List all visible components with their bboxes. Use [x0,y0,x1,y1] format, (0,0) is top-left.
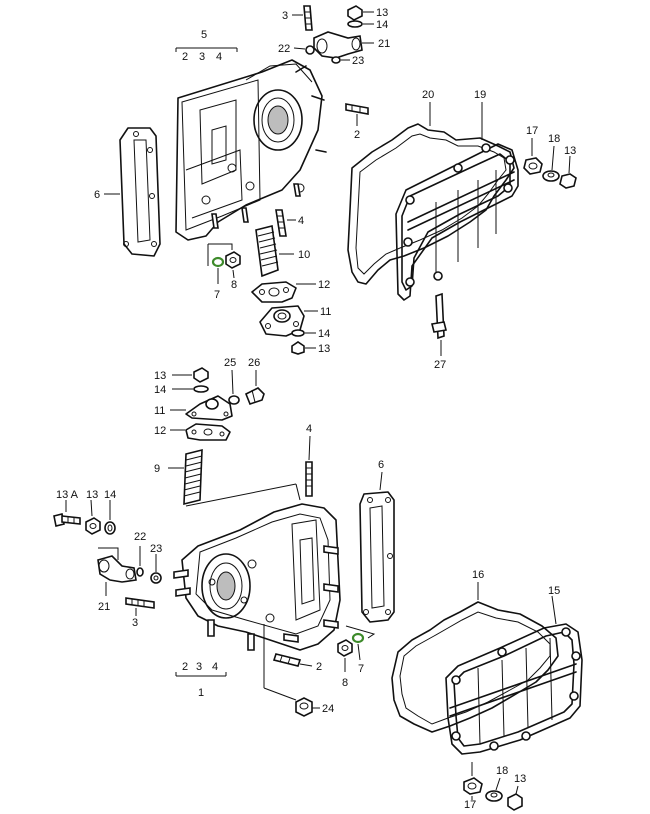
bottom-callout-17: 17 [464,799,476,811]
plug-24-bottom: 24 [263,624,334,717]
top-callout-3: 3 [282,10,288,22]
top-callout-8: 8 [231,279,237,291]
breather-fitting-top: 22 21 23 [278,31,390,67]
bottom-sub-label-4: 4 [212,661,218,673]
gasket-20-top: 20 [347,89,515,285]
bottom-callout-14b: 14 [104,489,116,501]
top-group-bracket: 5 2 3 4 [175,29,238,63]
bottom-assembly: 13 14 25 26 11 [53,357,583,811]
nut-washer-top: 13 14 [347,5,388,31]
bottom-callout-13a: 13 [154,370,166,382]
bottom-group-bracket: 2 3 4 1 [175,661,227,699]
top-group-label: 5 [201,29,207,41]
gasket-6-bottom: 6 [359,459,395,623]
top-callout-12: 12 [318,279,330,291]
top-callout-13a: 13 [376,7,388,19]
top-callout-11: 11 [320,306,331,318]
top-callout-6: 6 [94,189,100,201]
bottom-callout-8: 8 [342,677,348,689]
crankcase-cover-bottom [173,503,341,651]
top-callout-18: 18 [548,133,560,145]
bottom-callout-13c: 13 [514,773,526,785]
stud-2-bottom: 2 [272,653,322,673]
housing-bolts-top [211,183,301,229]
bottom-callout-7: 7 [358,663,364,675]
bottom-callout-22: 22 [134,531,146,543]
bottom-callout-24: 24 [322,703,334,715]
bottom-callout-6: 6 [378,459,384,471]
valve-cover-15-bottom: 15 [445,585,583,755]
bracket-27-top: 27 [431,292,447,371]
bottom-callout-2: 2 [316,661,322,673]
top-sub-label-2: 2 [182,51,188,63]
fittings-25-26-bottom: 25 26 [224,357,265,405]
bottom-callout-21: 21 [98,601,110,613]
bottom-group-label: 1 [198,687,204,699]
top-callout-13c: 13 [318,343,330,355]
bottom-callout-15: 15 [548,585,560,597]
bottom-callout-12: 12 [154,425,166,437]
bottom-callout-13b: 13 [86,489,98,501]
top-callout-23: 23 [352,55,364,67]
seal-nut-7-8-top: 7 8 [207,243,241,301]
bottom-callout-16: 16 [472,569,484,581]
stud-4-bottom: 4 [305,423,313,497]
bottom-sub-label-3: 3 [196,661,202,673]
gasket-12-top: 12 [251,279,330,303]
top-callout-27: 27 [434,359,446,371]
top-sub-label-3: 3 [199,51,205,63]
bottom-callout-3: 3 [132,617,138,629]
top-callout-14b: 14 [318,328,330,340]
bottom-sub-label-2: 2 [182,661,188,673]
top-callout-20: 20 [422,89,434,101]
top-callout-13b: 13 [564,145,576,157]
nut-washer-bottom-left: 13 14 [154,367,209,396]
nut-washer-lower-top: 14 13 [291,328,330,355]
bottom-callout-13A: 13 A [56,489,79,501]
bottom-callout-23: 23 [150,543,162,555]
top-callout-19: 19 [474,89,486,101]
seal-nut-7-8-bottom: 7 8 [337,625,376,689]
breather-hose-9-bottom: 9 [154,448,301,507]
fasteners-bottom-left: 13 A 13 14 [53,489,116,535]
breather-fitting-bottom: 22 23 21 [97,531,162,613]
bottom-callout-9: 9 [154,463,160,475]
top-sub-label-4: 4 [216,51,222,63]
top-callout-22: 22 [278,43,290,55]
fasteners-bottom-right: 17 18 13 [463,762,526,811]
top-callout-17: 17 [526,125,538,137]
top-callout-10: 10 [298,249,310,261]
gasket-16-bottom: 16 [391,569,559,733]
flange-11-top: 11 [259,305,331,337]
top-callout-7: 7 [214,289,220,301]
gasket-6-top-callout: 6 [94,189,120,201]
stud-4-top: 4 [275,209,304,237]
crankcase-cover-top [175,59,327,241]
bottom-callout-4: 4 [306,423,312,435]
top-callout-2: 2 [354,129,360,141]
bottom-callout-14a: 14 [154,384,166,396]
bottom-callout-26: 26 [248,357,260,369]
gasket-6-top [119,127,161,257]
stud-3-bottom: 3 [125,597,155,629]
fasteners-top-right: 17 18 13 [523,125,577,189]
flange-11-bottom: 11 [154,395,233,421]
stud-2-top: 2 [345,103,369,141]
top-callout-4: 4 [298,215,304,227]
gasket-12-bottom: 12 [154,423,231,441]
valve-cover-19-top: 19 [395,89,519,301]
top-assembly: 5 2 3 4 [94,5,577,371]
top-callout-21: 21 [378,38,390,50]
bottom-callout-18: 18 [496,765,508,777]
breather-hose-10-top: 10 [255,225,310,278]
stud-3-top: 3 [282,5,313,31]
bottom-callout-11: 11 [154,405,165,417]
top-callout-14a: 14 [376,19,388,31]
bottom-callout-25: 25 [224,357,236,369]
